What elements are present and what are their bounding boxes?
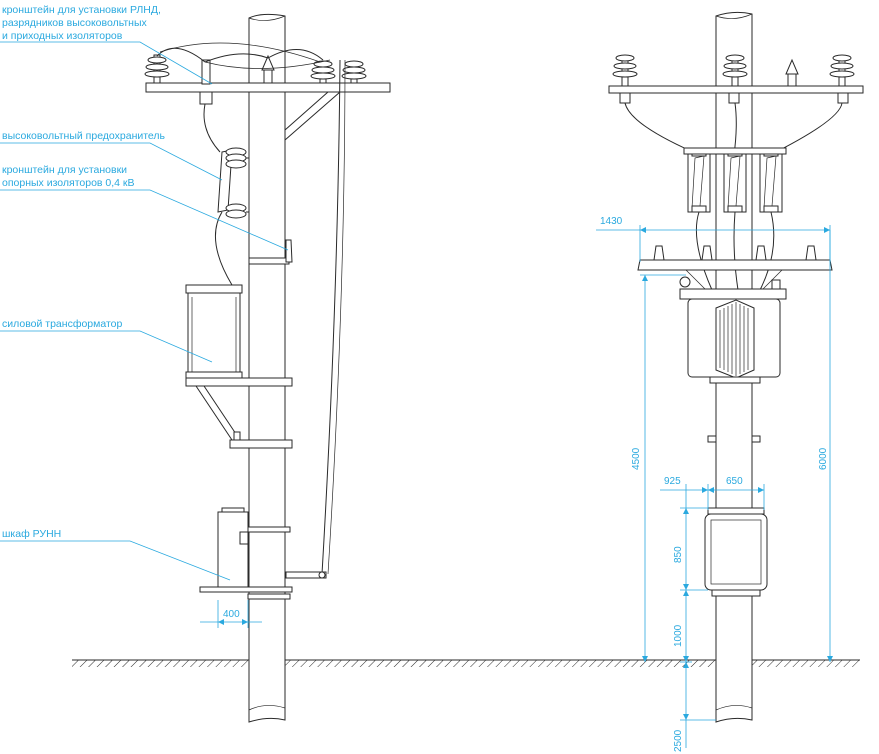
- fuse-wire: [203, 103, 221, 153]
- hv-fuse-icon: [759, 149, 783, 213]
- down-wire: [321, 59, 341, 575]
- transformer-left-icon: [185, 284, 243, 379]
- dim-650: 650: [726, 476, 743, 487]
- cabinet-front-icon: [704, 507, 768, 597]
- leader-line: [0, 189, 289, 251]
- front-view: [608, 11, 864, 723]
- dim-925: 925: [664, 476, 681, 487]
- fuse-bracket: [683, 147, 787, 155]
- dim-400: 400: [223, 609, 240, 620]
- dim-6000: 6000: [818, 447, 829, 470]
- label-hv-fuse: высоковольтный предохранитель: [2, 130, 166, 142]
- leader-line: [0, 540, 231, 581]
- bracket-0-4kv-front: [637, 245, 833, 301]
- side-view: [144, 13, 391, 723]
- annotations: кронштейн для установки РЛНД, разряднико…: [0, 4, 289, 581]
- dim-1430: 1430: [600, 216, 623, 227]
- label-transformer: силовой трансформатор: [2, 318, 122, 330]
- hv-fuse-icon: [723, 149, 747, 213]
- dimension-lines: 400 1430 4500 6000 925 650: [200, 216, 833, 752]
- arrester-icon: [261, 54, 275, 84]
- top-crossarm-right: [608, 85, 864, 104]
- cabinet-left-icon: [199, 507, 327, 600]
- fuse-to-transformer-wire: [214, 211, 233, 286]
- label-bracket-support-1: кронштейн для установки: [2, 164, 127, 176]
- hv-fuse-icon: [217, 147, 249, 219]
- dim-1000: 1000: [673, 624, 684, 647]
- overhead-wires: [156, 42, 331, 69]
- leader-line: [0, 41, 213, 85]
- insulator-icon: [341, 60, 367, 84]
- transformer-front-icon: [679, 276, 787, 384]
- label-bracket-rlnd-1: кронштейн для установки РЛНД,: [2, 4, 161, 16]
- transformer-platform: [185, 377, 293, 449]
- insulator-icon: [199, 59, 213, 105]
- label-bracket-support-2: опорных изоляторов 0,4 кВ: [2, 177, 135, 189]
- leader-line: [0, 142, 223, 181]
- pole-left: [248, 13, 286, 723]
- label-bracket-rlnd-3: и приходных изоляторов: [2, 30, 123, 42]
- leader-line: [0, 330, 213, 363]
- dim-2500: 2500: [673, 729, 684, 752]
- insulator-icon: [722, 54, 748, 87]
- bracket-0-4kv: [248, 239, 293, 265]
- insulator-icon: [310, 60, 336, 84]
- hv-fuse-icon: [687, 149, 711, 213]
- arrester-icon: [785, 58, 799, 87]
- insulator-icon: [612, 54, 638, 87]
- label-cabinet: шкаф РУНН: [2, 528, 61, 540]
- dim-4500: 4500: [631, 447, 642, 470]
- transformer-wires: [695, 211, 775, 291]
- label-bracket-rlnd-2: разрядников высоковольтных: [2, 17, 148, 29]
- insulator-icon: [144, 54, 170, 84]
- insulator-icon: [829, 54, 855, 87]
- dim-850: 850: [673, 546, 684, 563]
